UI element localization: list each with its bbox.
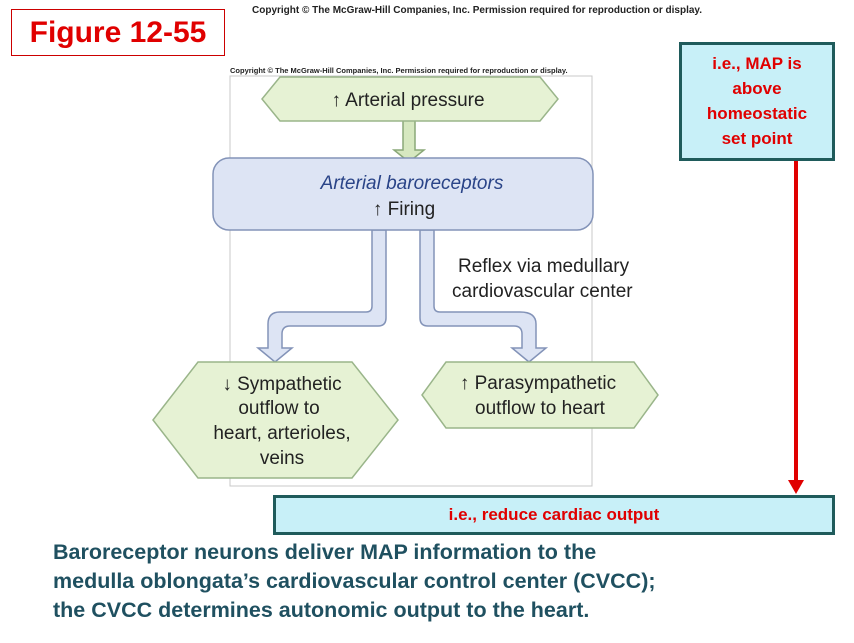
copyright-notice-top: Copyright © The McGraw-Hill Companies, I… [252, 5, 703, 16]
map-callout-box: i.e., MAP is above homeostatic set point [679, 42, 835, 161]
baroreceptors-title: Arterial baroreceptors [320, 173, 504, 194]
parasympathetic-line1: ↑ Parasympathetic [460, 373, 616, 394]
arrow-pressure-to-receptors [391, 119, 427, 163]
diagram-frame [229, 75, 593, 487]
sympathetic-line3: heart, arterioles, [213, 423, 350, 444]
figure-label: Figure 12-55 [11, 9, 225, 56]
caption-text: Baroreceptor neurons deliver MAP informa… [53, 538, 843, 625]
arrow-receptors-to-sympathetic [255, 229, 387, 363]
reflex-label-line1: Reflex via medullary [458, 256, 630, 277]
caption-line2: medulla oblongata’s cardiovascular contr… [53, 569, 656, 593]
baroreceptors-firing: ↑ Firing [373, 199, 435, 220]
sympathetic-line4: veins [260, 448, 304, 469]
sympathetic-line2: outflow to [238, 398, 319, 419]
arrow-receptors-to-parasympathetic [419, 229, 549, 363]
map-callout-line4: set point [721, 129, 793, 148]
arterial-pressure-node [261, 76, 559, 122]
caption-line3: the CVCC determines autonomic output to … [53, 598, 590, 622]
caption-line1: Baroreceptor neurons deliver MAP informa… [53, 540, 597, 564]
cardiac-output-callout: i.e., reduce cardiac output [273, 495, 835, 535]
baroreceptors-node [212, 157, 594, 231]
map-callout-line2: above [732, 79, 782, 98]
map-callout-line3: homeostatic [706, 104, 808, 123]
parasympathetic-line2: outflow to heart [475, 398, 606, 419]
reflex-label-line2: cardiovascular center [452, 281, 633, 302]
map-callout-line1: i.e., MAP is [712, 54, 802, 73]
arterial-pressure-label: ↑ Arterial pressure [331, 90, 484, 111]
red-arrowhead [788, 480, 804, 494]
sympathetic-line1: ↓ Sympathetic [222, 374, 341, 395]
parasympathetic-node [421, 361, 659, 429]
sympathetic-node [152, 361, 399, 479]
copyright-notice-inner: Copyright © The McGraw-Hill Companies, I… [230, 66, 568, 75]
